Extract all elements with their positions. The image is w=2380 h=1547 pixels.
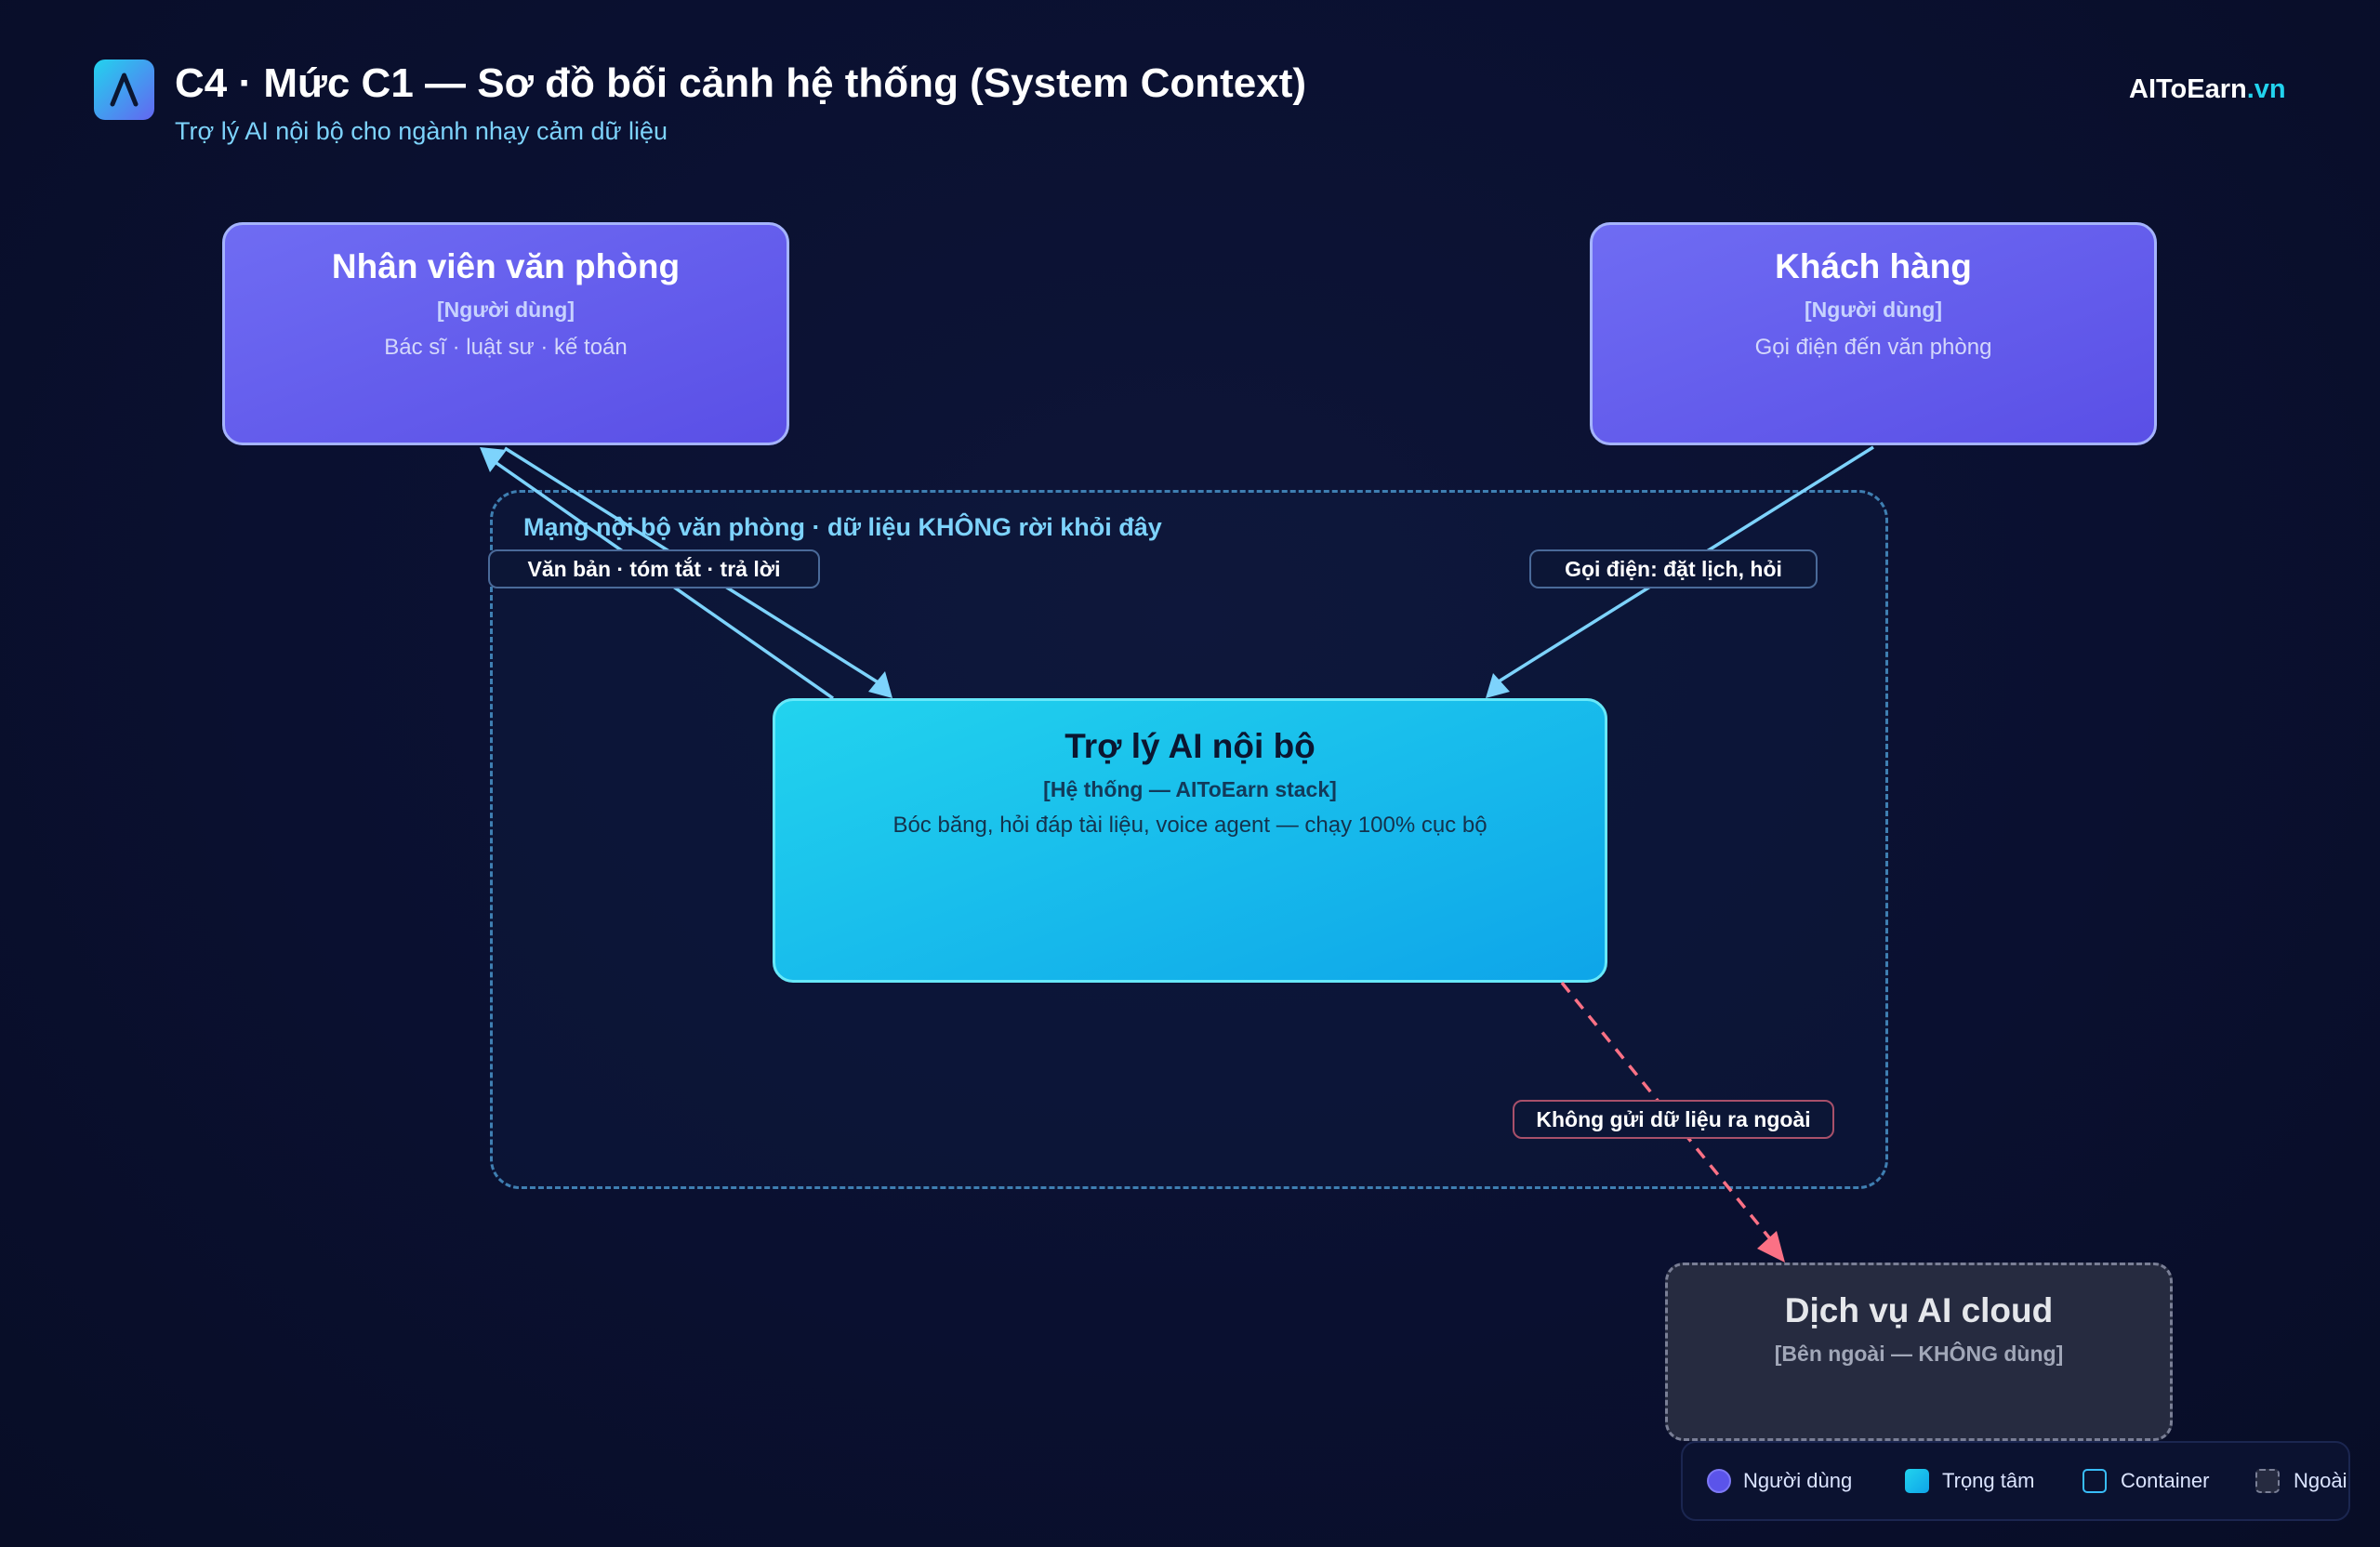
external-cloud-name: Dịch vụ AI cloud — [1784, 1291, 2054, 1329]
office-staff-name: Nhân viên văn phòng — [331, 247, 681, 285]
brand-tld: .vn — [2246, 74, 2286, 104]
customer-tag: [Người dùng] — [1805, 298, 1942, 322]
boundary-label: Mạng nội bộ văn phòng · dữ liệu KHÔNG rờ… — [523, 513, 1162, 541]
legend-core-label: Trọng tâm — [1942, 1469, 2035, 1492]
legend-external-label: Ngoài — [2294, 1469, 2347, 1492]
arrowhead-icon — [480, 447, 507, 472]
customer-box[interactable]: Khách hàng [Người dùng] Gọi điện đến văn… — [1590, 222, 2157, 445]
external-cloud-box[interactable]: Dịch vụ AI cloud [Bên ngoài — KHÔNG dùng… — [1665, 1263, 2173, 1441]
office-staff-desc: Bác sĩ · luật sư · kế toán — [384, 335, 628, 360]
page-subtitle: Trợ lý AI nội bộ cho ngành nhạy cảm dữ l… — [175, 117, 668, 145]
edge-label-core-external: Không gửi dữ liệu ra ngoài — [1513, 1100, 1834, 1139]
customer-name: Khách hàng — [1775, 247, 1972, 285]
customer-desc: Gọi điện đến văn phòng — [1754, 335, 1992, 360]
legend-user-swatch — [1707, 1469, 1731, 1493]
app-logo — [94, 60, 154, 120]
core-system-desc: Bóc băng, hỏi đáp tài liệu, voice agent … — [892, 813, 1488, 838]
legend-external-swatch — [2255, 1469, 2280, 1493]
legend-container-label: Container — [2121, 1469, 2210, 1492]
office-staff-tag: [Người dùng] — [437, 298, 575, 322]
edge-label-customer-core: Gọi điện: đặt lịch, hỏi — [1529, 549, 1818, 588]
legend-container-swatch — [2082, 1469, 2107, 1493]
core-system-tag: [Hệ thống — AIToEarn stack] — [1043, 777, 1337, 801]
legend-core-swatch — [1905, 1469, 1929, 1493]
legend — [1681, 1441, 2350, 1521]
core-system-box[interactable]: Trợ lý AI nội bộ [Hệ thống — AIToEarn st… — [773, 698, 1607, 983]
core-system-name: Trợ lý AI nội bộ — [1064, 727, 1316, 765]
legend-user-label: Người dùng — [1743, 1469, 1853, 1492]
edge-label-staff-core: Văn bản · tóm tắt · trả lời — [488, 549, 820, 588]
arrowhead-icon — [1757, 1231, 1785, 1263]
office-staff-box[interactable]: Nhân viên văn phòng [Người dùng] Bác sĩ … — [222, 222, 789, 445]
brand-name: AIToEarn — [2129, 74, 2247, 104]
external-cloud-tag: [Bên ngoài — KHÔNG dùng] — [1774, 1342, 2064, 1366]
logo-a-icon — [110, 73, 139, 107]
page-title: C4 · Mức C1 — Sơ đồ bối cảnh hệ thống (S… — [175, 60, 1307, 106]
brand-wordmark[interactable]: AIToEarn.vn — [2129, 73, 2286, 106]
